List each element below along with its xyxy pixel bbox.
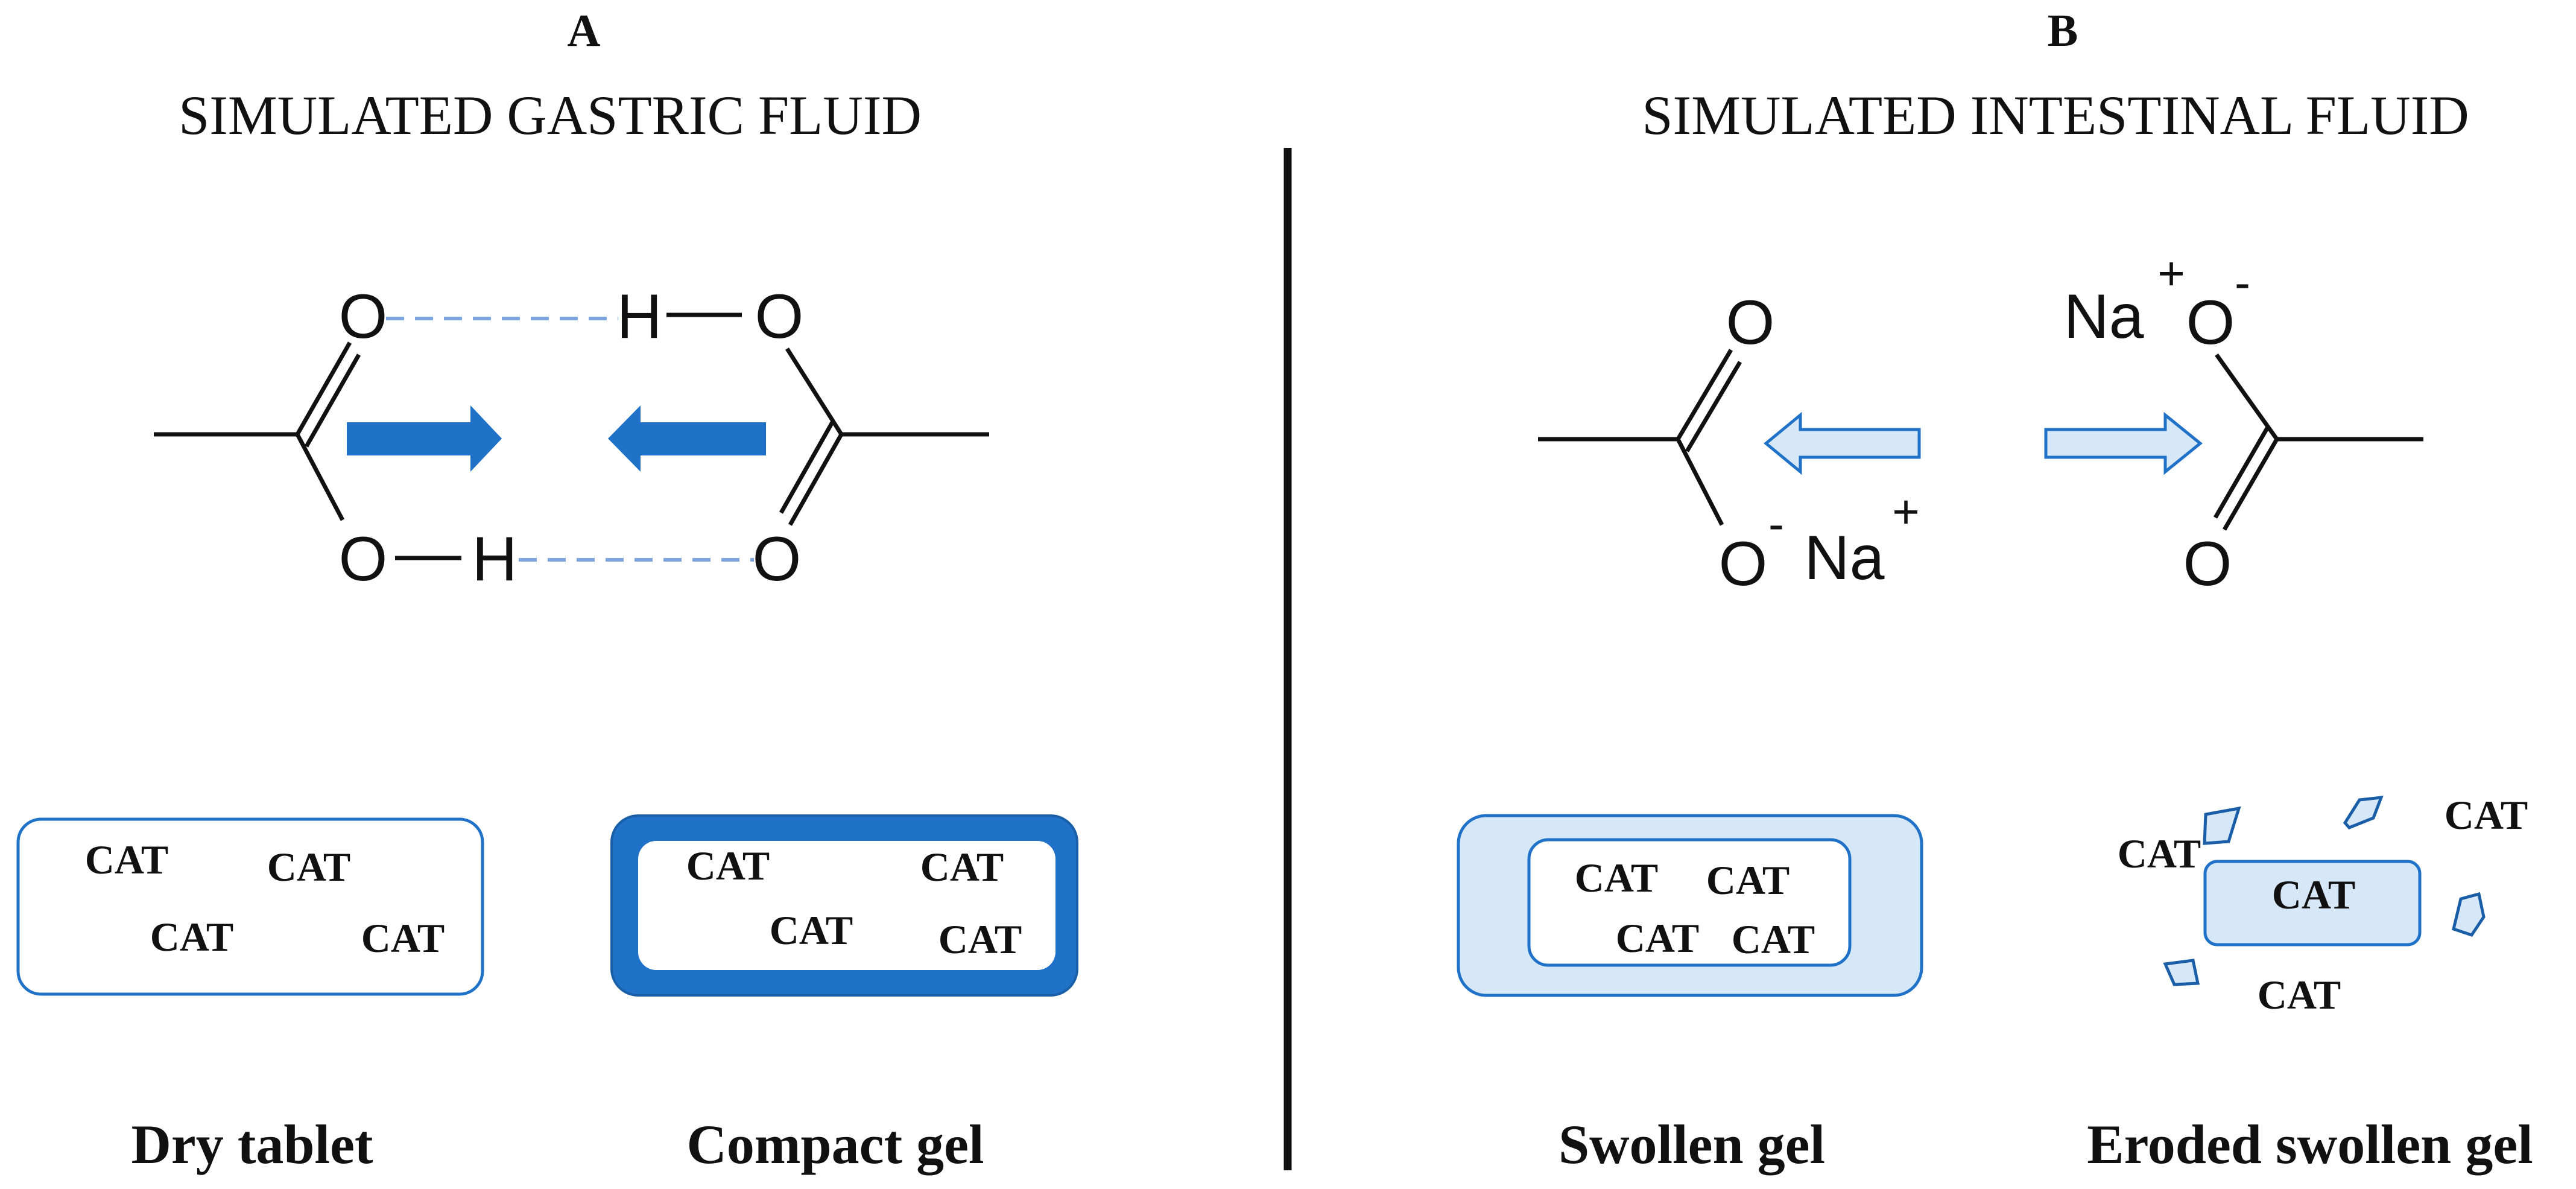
left-anion-bond — [1676, 438, 1724, 526]
eroded-gel: CAT CAT CAT CAT Eroded swollen gel — [2087, 792, 2533, 1175]
compact-gel-core — [638, 841, 1055, 970]
atom-o-top-right: O — [755, 282, 804, 352]
eroded-gel-core — [2203, 860, 2422, 946]
swollen-gel: CAT CAT CAT CAT Swollen gel — [1457, 814, 1923, 1175]
gel-fragment-icon — [2343, 796, 2384, 829]
atom-na-left: Na — [1805, 523, 1885, 593]
atom-o-left-carbonyl: O — [1726, 288, 1775, 358]
cat-label: CAT — [2445, 792, 2528, 838]
cat-label: CAT — [686, 843, 770, 889]
eroded-gel-caption: Eroded swollen gel — [2087, 1114, 2533, 1175]
left-carbonyl-bond-1 — [295, 341, 352, 436]
cat-label: CAT — [150, 914, 234, 960]
gel-fragment-icon — [2203, 806, 2241, 845]
cat-label: CAT — [1616, 915, 1700, 961]
right-carbonyl-bond-1 — [2222, 438, 2279, 531]
right-carbonyl-bond-2 — [779, 421, 835, 514]
cat-label: CAT — [1732, 916, 1815, 962]
left-carbonyl-bond-1 — [1676, 349, 1733, 440]
atom-o-left-anion: O — [1719, 529, 1768, 599]
right-anion-bond — [2215, 353, 2279, 441]
panel-b-title: SIMULATED INTESTINAL FLUID — [1642, 84, 2469, 146]
left-carbonyl-bond-2 — [304, 354, 361, 448]
cat-label: CAT — [2272, 872, 2356, 918]
panel-b-letter: B — [2048, 5, 2078, 56]
atom-o-right-carbonyl: O — [2183, 529, 2232, 599]
atom-na-right: Na — [2064, 282, 2144, 352]
plus-charge: + — [2157, 247, 2185, 300]
dry-tablet-shape — [16, 817, 484, 996]
swollen-gel-caption: Swollen gel — [1559, 1114, 1825, 1175]
minus-charge: - — [1768, 497, 1784, 550]
cat-label: CAT — [267, 844, 351, 890]
carboxylic-acid-dimer: O O H H O O — [154, 282, 989, 594]
panel-a-title: SIMULATED GASTRIC FLUID — [179, 84, 922, 146]
cat-label: CAT — [770, 907, 853, 953]
minus-charge: - — [2235, 256, 2250, 309]
compact-gel-caption: Compact gel — [686, 1114, 984, 1175]
swollen-gel-core — [1527, 838, 1852, 967]
dry-tablet-caption: Dry tablet — [131, 1114, 373, 1175]
arrow-left-icon — [608, 405, 766, 472]
atom-o-right-anion: O — [2186, 288, 2235, 358]
cat-label: CAT — [2258, 972, 2341, 1018]
atom-o-bottom-right: O — [753, 524, 802, 594]
right-hydroxyl-bond — [785, 347, 843, 436]
repulsion-arrow-left-icon — [1764, 411, 1921, 475]
dry-tablet: CAT CAT CAT CAT Dry tablet — [16, 817, 484, 1175]
cat-label: CAT — [361, 915, 445, 961]
cat-label: CAT — [85, 837, 169, 883]
panel-a: A SIMULATED GASTRIC FLUID O O H H O O — [16, 5, 1078, 1175]
cat-label: CAT — [938, 916, 1022, 962]
gel-fragment-icon — [2452, 892, 2486, 937]
panel-a-letter: A — [568, 5, 601, 56]
cat-label: CAT — [920, 844, 1004, 890]
carboxylate-salts: O O - Na + Na + O - O — [1538, 247, 2423, 599]
left-hydroxyl-bond — [295, 433, 345, 521]
repulsion-arrow-right-icon — [2044, 411, 2203, 475]
cat-label: CAT — [1706, 857, 1790, 903]
atom-h-bottom: H — [472, 524, 517, 594]
arrow-right-icon — [347, 405, 502, 472]
cat-label: CAT — [2118, 831, 2201, 877]
atom-h-top: H — [616, 282, 662, 352]
gel-fragment-icon — [2163, 959, 2200, 986]
right-carbonyl-bond-2 — [2213, 426, 2270, 519]
compact-gel: CAT CAT CAT CAT Compact gel — [610, 814, 1078, 1175]
atom-o-bottom-left: O — [339, 524, 388, 594]
panel-b: B SIMULATED INTESTINAL FLUID O O - Na + … — [1457, 5, 2533, 1175]
atom-o-top-left: O — [339, 282, 388, 352]
right-carbonyl-bond-1 — [788, 433, 844, 526]
cat-label: CAT — [1575, 855, 1659, 901]
left-carbonyl-bond-2 — [1685, 361, 1742, 452]
plus-charge: + — [1892, 485, 1920, 538]
